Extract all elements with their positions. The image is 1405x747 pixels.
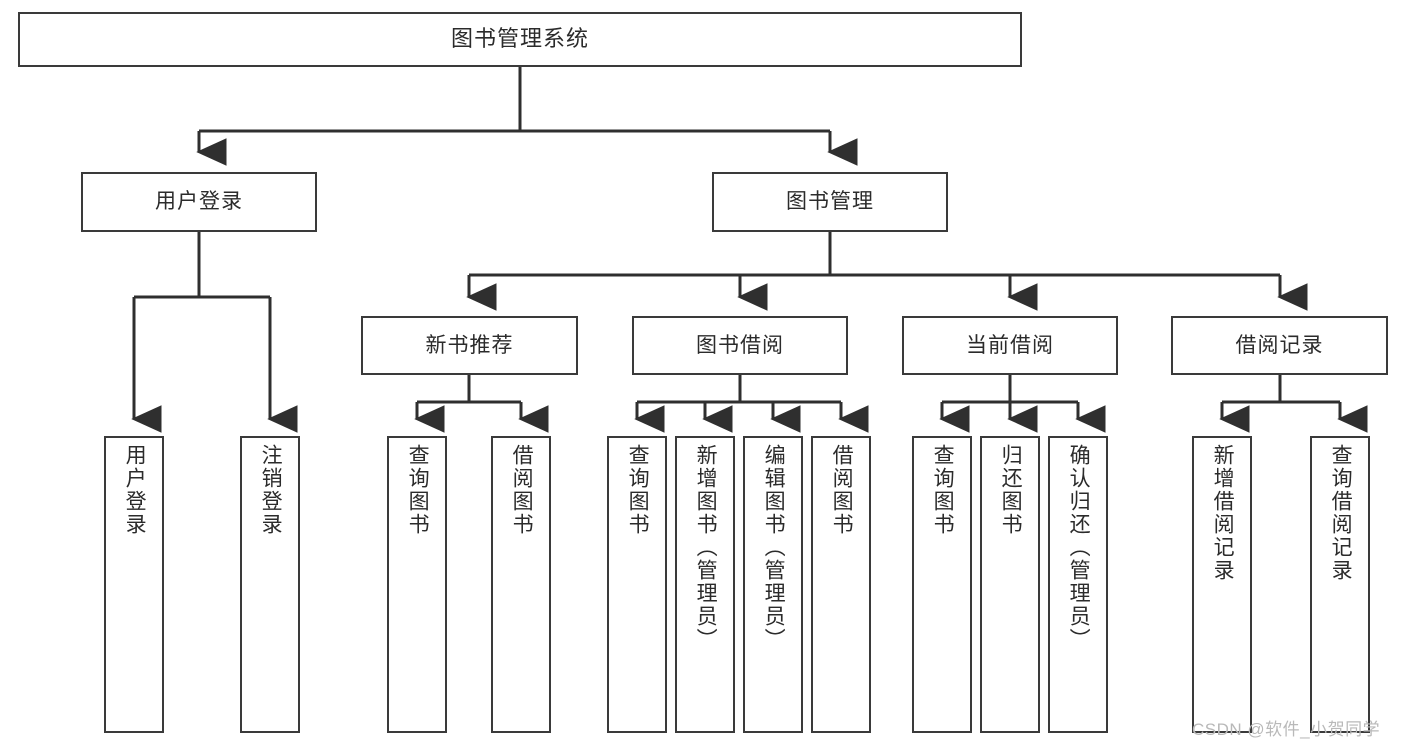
leaf-confirm-return-admin[interactable]: 确认归还（管理员） — [1048, 436, 1108, 733]
node-label: 借阅图书 — [830, 444, 854, 536]
watermark: CSDN @软件_小贺同学 — [1192, 720, 1381, 739]
node-new-book-recommend[interactable]: 新书推荐 — [361, 316, 578, 375]
leaf-return-book[interactable]: 归还图书 — [980, 436, 1040, 733]
node-label: 新书推荐 — [425, 333, 514, 357]
node-label: 查询图书 — [406, 444, 430, 536]
node-book-borrow[interactable]: 图书借阅 — [632, 316, 848, 375]
node-label: 借阅图书 — [510, 444, 534, 536]
leaf-query-borrow-record[interactable]: 查询借阅记录 — [1310, 436, 1370, 733]
node-borrow-record[interactable]: 借阅记录 — [1171, 316, 1388, 375]
leaf-user-login[interactable]: 用户登录 — [104, 436, 164, 733]
leaf-add-borrow-record[interactable]: 新增借阅记录 — [1192, 436, 1252, 733]
leaf-add-book-admin[interactable]: 新增图书（管理员） — [675, 436, 735, 733]
node-label: 查询图书 — [626, 444, 650, 536]
node-label: 当前借阅 — [966, 333, 1054, 357]
node-label: 借阅记录 — [1235, 333, 1324, 357]
node-label: 图书管理系统 — [450, 26, 589, 52]
leaf-query-book-current[interactable]: 查询图书 — [912, 436, 972, 733]
leaf-borrow-book-new[interactable]: 借阅图书 — [491, 436, 551, 733]
node-label: 注销登录 — [259, 444, 283, 536]
node-label: 图书管理 — [786, 190, 874, 214]
node-label: 确认归还（管理员） — [1067, 444, 1091, 651]
node-label: 新增图书（管理员） — [694, 444, 718, 651]
node-label: 查询借阅记录 — [1329, 444, 1353, 582]
node-label: 查询图书 — [931, 444, 955, 536]
leaf-borrow-book[interactable]: 借阅图书 — [811, 436, 871, 733]
node-label: 图书借阅 — [696, 333, 784, 357]
node-label: 编辑图书（管理员） — [762, 444, 786, 651]
leaf-query-book-borrow[interactable]: 查询图书 — [607, 436, 667, 733]
leaf-query-book-new[interactable]: 查询图书 — [387, 436, 447, 733]
leaf-edit-book-admin[interactable]: 编辑图书（管理员） — [743, 436, 803, 733]
node-root-system[interactable]: 图书管理系统 — [18, 12, 1022, 67]
node-book-management[interactable]: 图书管理 — [712, 172, 948, 232]
node-label: 用户登录 — [123, 444, 147, 536]
node-label: 用户登录 — [155, 190, 243, 214]
node-label: 新增借阅记录 — [1211, 444, 1235, 582]
leaf-logout[interactable]: 注销登录 — [240, 436, 300, 733]
node-label: 归还图书 — [999, 444, 1023, 536]
node-user-login[interactable]: 用户登录 — [81, 172, 317, 232]
node-current-borrow[interactable]: 当前借阅 — [902, 316, 1118, 375]
